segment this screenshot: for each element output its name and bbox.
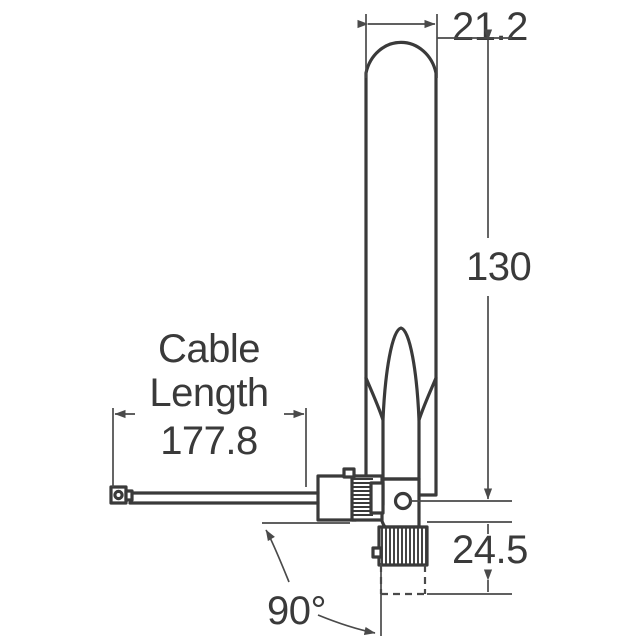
cable-end-connector xyxy=(109,485,134,505)
coaxial-cable xyxy=(128,491,320,505)
thread-hatching xyxy=(381,527,427,565)
antenna-hinge-body xyxy=(379,477,421,529)
hidden-barrel-outline xyxy=(379,565,427,596)
cable-length-label-line2: Length xyxy=(149,371,268,415)
dimension-label-24-5: 24.5 xyxy=(452,528,528,572)
hinge-pivot-hole xyxy=(393,491,413,511)
dimension-cable-length: Cable Length 177.8 xyxy=(112,327,307,487)
dimension-label-177-8: 177.8 xyxy=(160,419,258,463)
knurl-hatching xyxy=(352,478,373,516)
cable-length-label-line1: Cable xyxy=(158,327,260,371)
dimension-label-130: 130 xyxy=(466,245,531,289)
dimension-label-90-degree: 90° xyxy=(267,589,326,633)
dimension-130: 130 xyxy=(410,29,532,502)
dimension-24-5: 24.5 xyxy=(427,521,528,595)
dimension-90-degree: 90° xyxy=(262,522,382,636)
antenna-radome xyxy=(364,40,438,497)
inline-connector-body xyxy=(316,467,385,522)
dimension-label-21-2: 21.2 xyxy=(452,5,528,49)
dimension-21-2: 21.2 xyxy=(357,5,528,78)
antenna-taper-element xyxy=(364,326,438,481)
